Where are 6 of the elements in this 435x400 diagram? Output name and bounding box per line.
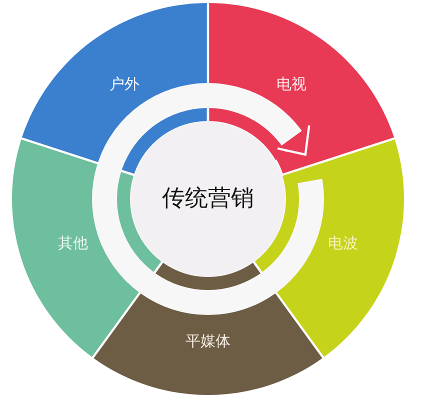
segment-label: 平媒体 xyxy=(186,332,230,350)
segment-label: 电波 xyxy=(328,234,358,252)
center-label: 传统营销 xyxy=(162,186,254,212)
segment-label: 电视 xyxy=(276,76,306,92)
segment-label: 其他 xyxy=(58,234,88,252)
segment-label: 户外 xyxy=(110,76,140,92)
